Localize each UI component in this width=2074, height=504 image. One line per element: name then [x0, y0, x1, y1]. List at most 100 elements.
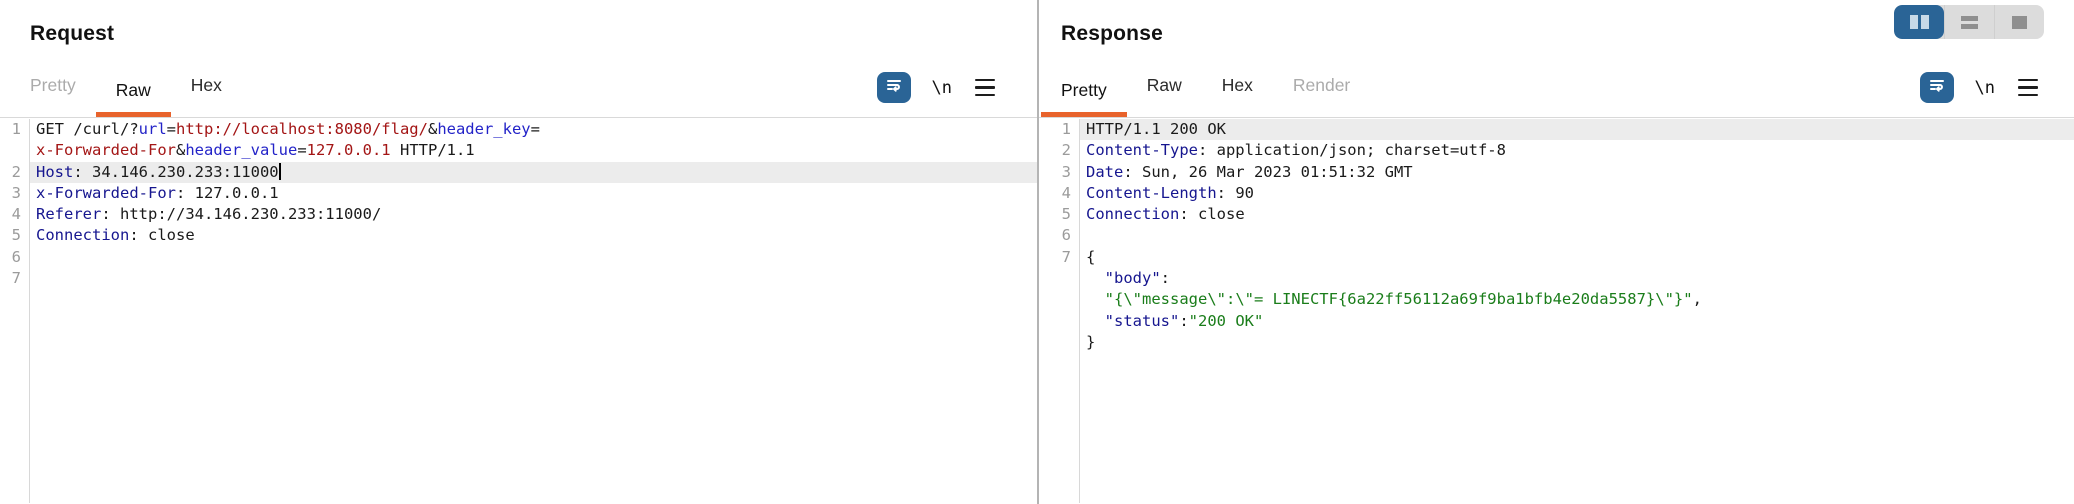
request-editor-empty-area[interactable] [30, 289, 1037, 503]
line-content: Host: 34.146.230.233:11000 [30, 161, 1037, 183]
line-number: 1 [1037, 119, 1080, 141]
response-editor-empty-area[interactable] [1080, 353, 2074, 503]
tab-response-hex[interactable]: Hex [1202, 74, 1273, 118]
response-panel: Response Pretty Raw Hex Render [1037, 0, 2074, 504]
code-line[interactable]: 5 Connection: close [0, 225, 1037, 247]
code-line[interactable]: x-Forwarded-For&header_value=127.0.0.1 H… [0, 140, 1037, 162]
line-number: 6 [0, 246, 30, 269]
line-content [30, 268, 1037, 289]
word-wrap-toggle-button[interactable] [876, 72, 911, 103]
code-line[interactable]: } [1037, 331, 2074, 354]
code-line[interactable]: 4 Referer: http://34.146.230.233:11000/ [0, 204, 1037, 226]
line-number: 5 [1037, 204, 1080, 226]
tab-label: Pretty [30, 74, 76, 95]
line-number: 7 [0, 268, 30, 290]
line-content: Connection: close [36, 226, 195, 245]
hamburger-icon [2018, 78, 2038, 97]
response-gutter-fill [1037, 353, 2074, 503]
code-line[interactable]: "body": [1037, 268, 2074, 290]
request-editor: 1 GET /curl/?url=http://localhost:8080/fl… [0, 118, 1037, 503]
line-content [1080, 225, 2074, 246]
tab-label: Raw [115, 79, 151, 100]
tab-response-raw[interactable]: Raw [1127, 74, 1202, 118]
text-caret [278, 162, 281, 180]
line-number [1037, 310, 1080, 332]
request-tabs: Pretty Raw Hex [10, 50, 242, 117]
editor-menu-button[interactable] [2016, 76, 2040, 100]
split-columns-icon [1909, 15, 1929, 29]
tab-response-render[interactable]: Render [1273, 76, 1370, 118]
line-content: x-Forwarded-For: 127.0.0.1 [36, 183, 279, 202]
tab-label: Hex [1221, 74, 1253, 95]
code-line[interactable]: "{\"message\":\"= LINECTF{6a22ff56112a69… [1037, 289, 2074, 311]
request-editor-toolbar: \n [876, 72, 997, 103]
layout-toggle-group [1894, 5, 2044, 39]
line-content: HTTP/1.1 200 OK [1080, 119, 2074, 141]
request-gutter-fill [0, 289, 1037, 503]
line-number [1037, 331, 1080, 354]
hamburger-icon [975, 78, 995, 97]
word-wrap-toggle-button[interactable] [1919, 72, 1954, 103]
line-content: Date: Sun, 26 Mar 2023 01:51:32 GMT [1086, 162, 1413, 181]
code-line[interactable]: 1 GET /curl/?url=http://localhost:8080/fl… [0, 119, 1037, 141]
response-tabs: Pretty Raw Hex Render [1041, 50, 1370, 117]
code-line[interactable]: 7{ [1037, 246, 2074, 269]
tab-response-pretty[interactable]: Pretty [1041, 79, 1127, 117]
response-panel-title: Response [1061, 22, 1163, 45]
line-content: "status":"200 OK" [1104, 311, 1264, 330]
code-line[interactable]: 3 x-Forwarded-For: 127.0.0.1 [0, 182, 1037, 205]
tab-request-pretty[interactable]: Pretty [10, 74, 96, 118]
line-content: } [1086, 332, 1096, 351]
line-number: 1 [0, 119, 30, 141]
tab-label: Pretty [1061, 79, 1107, 100]
word-wrap-icon [884, 75, 904, 100]
layout-split-rows-button[interactable] [1944, 5, 1994, 39]
line-number: 3 [1037, 161, 1080, 183]
single-pane-icon [2012, 15, 2027, 29]
response-header: Response [1037, 0, 2074, 50]
line-number: 3 [0, 182, 30, 205]
line-number: 2 [1037, 140, 1080, 162]
code-line[interactable]: 3 Date: Sun, 26 Mar 2023 01:51:32 GMT [1037, 161, 2074, 183]
layout-single-pane-button[interactable] [1994, 5, 2044, 39]
line-content: { [1086, 247, 1096, 266]
split-rows-icon [1961, 15, 1978, 29]
line-number: 4 [0, 204, 30, 226]
show-newlines-toggle[interactable]: \n [1974, 77, 1995, 98]
code-line[interactable]: 2 Content-Type: application/json; charset… [1037, 140, 2074, 162]
line-number: 2 [0, 161, 30, 183]
layout-split-columns-button[interactable] [1894, 5, 1944, 39]
line-content: "body": [1104, 269, 1171, 288]
response-tab-bar: Pretty Raw Hex Render [1037, 50, 2074, 118]
editor-menu-button[interactable] [973, 76, 997, 100]
code-line[interactable]: 5 Connection: close [1037, 204, 2074, 226]
show-newlines-toggle[interactable]: \n [931, 77, 952, 98]
word-wrap-icon [1927, 75, 1947, 100]
line-number [0, 140, 30, 162]
request-tab-bar: Pretty Raw Hex \n [0, 50, 1037, 118]
request-panel: Request Pretty Raw Hex [0, 0, 1037, 503]
request-panel-title: Request [30, 22, 115, 45]
line-content: Referer: http://34.146.230.233:11000/ [36, 205, 382, 224]
line-content: Content-Type: application/json; charset=… [1086, 141, 1506, 160]
code-line[interactable]: 7 [0, 268, 1037, 290]
code-line[interactable]: 6 [0, 246, 1037, 269]
line-content: Connection: close [1086, 205, 1245, 224]
line-number: 5 [0, 225, 30, 247]
tab-request-raw[interactable]: Raw [95, 79, 171, 117]
line-number: 4 [1037, 182, 1080, 205]
line-content: GET /curl/?url=http://localhost:8080/fla… [36, 120, 540, 138]
code-line[interactable]: 6 [1037, 225, 2074, 247]
code-line[interactable]: "status":"200 OK" [1037, 310, 2074, 332]
panel-divider[interactable] [1037, 0, 1039, 504]
tab-label: Raw [1146, 74, 1182, 95]
line-content [30, 247, 1037, 268]
request-header: Request [0, 0, 1037, 50]
tab-request-hex[interactable]: Hex [171, 76, 242, 118]
line-number [1037, 289, 1080, 311]
